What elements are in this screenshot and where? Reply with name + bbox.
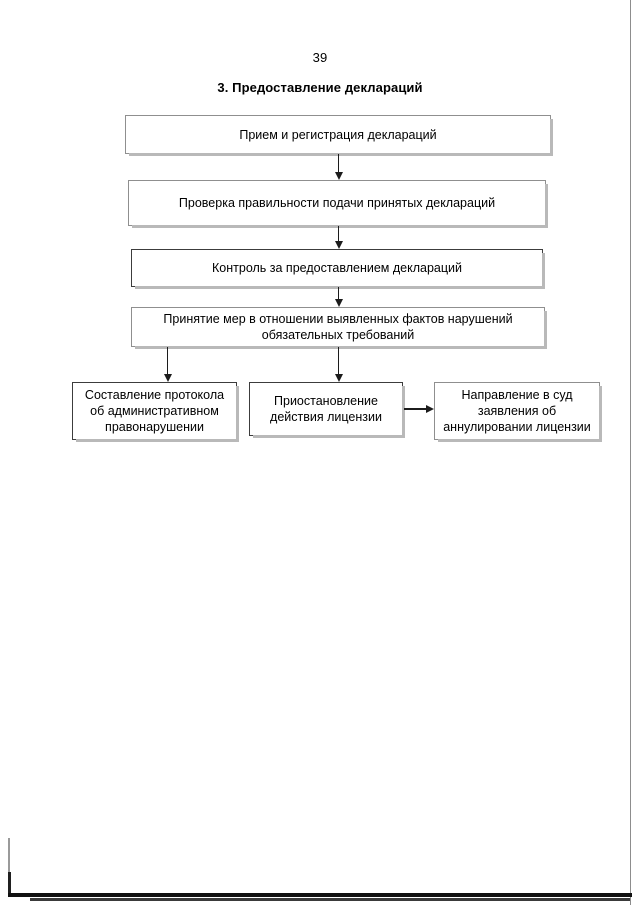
arrow-head-right-icon (426, 404, 434, 413)
flow-node-check: Проверка правильности подачи принятых де… (128, 180, 548, 228)
arrow-check-to-control (334, 226, 343, 249)
arrow-head-down-icon (334, 241, 343, 249)
arrow-head-down-icon (163, 374, 172, 382)
page-edge-right (630, 0, 631, 905)
page-number: 39 (312, 50, 328, 65)
page-edge-bottom-secondary (30, 898, 630, 901)
page-edge-left-dark (8, 872, 11, 895)
page-edge-left (8, 838, 10, 896)
flow-node-control: Контроль за предоставлением деклараций (131, 249, 545, 289)
arrow-intake-to-check (334, 154, 343, 180)
arrow-control-to-measures (334, 287, 343, 307)
flow-node-suspend: Приостановление действия лицензии (249, 382, 405, 438)
arrow-measures-to-protocol (163, 347, 172, 382)
flow-node-measures: Принятие мер в отношении выявленных факт… (131, 307, 547, 349)
arrow-suspend-to-court (404, 404, 434, 413)
page-edge-bottom (8, 893, 632, 897)
arrow-head-down-icon (334, 299, 343, 307)
arrow-head-down-icon (334, 172, 343, 180)
page-title: 3. Предоставление деклараций (217, 80, 423, 95)
flow-node-intake: Прием и регистрация деклараций (125, 115, 553, 156)
flow-node-court: Направление в суд заявления об аннулиров… (434, 382, 602, 442)
arrow-measures-to-suspend (334, 347, 343, 382)
arrow-head-down-icon (334, 374, 343, 382)
flow-node-protocol: Составление протокола об административно… (72, 382, 239, 442)
